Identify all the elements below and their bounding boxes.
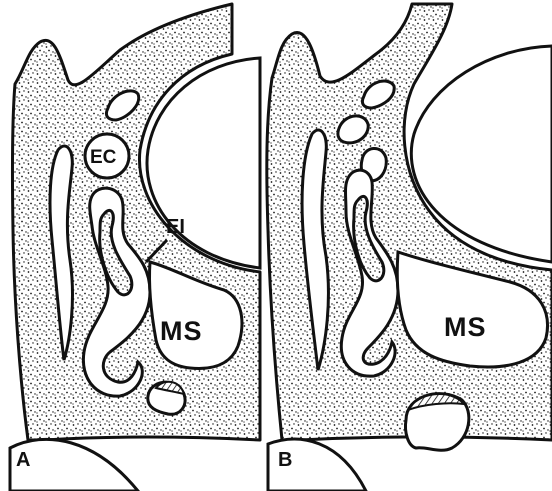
panel-a-ei-label: EI (166, 216, 185, 238)
panel-a-ec-label: EC (90, 147, 117, 168)
panel-b-ms-label: MS (444, 312, 487, 342)
panel-b-air-cell-1 (338, 116, 368, 143)
panel-b-letter: B (278, 449, 292, 471)
panel-a: EC EI MS A (10, 4, 260, 491)
panel-b: MS B (267, 4, 552, 491)
panel-a-ms-label: MS (160, 316, 203, 346)
panel-a-letter: A (16, 449, 30, 471)
